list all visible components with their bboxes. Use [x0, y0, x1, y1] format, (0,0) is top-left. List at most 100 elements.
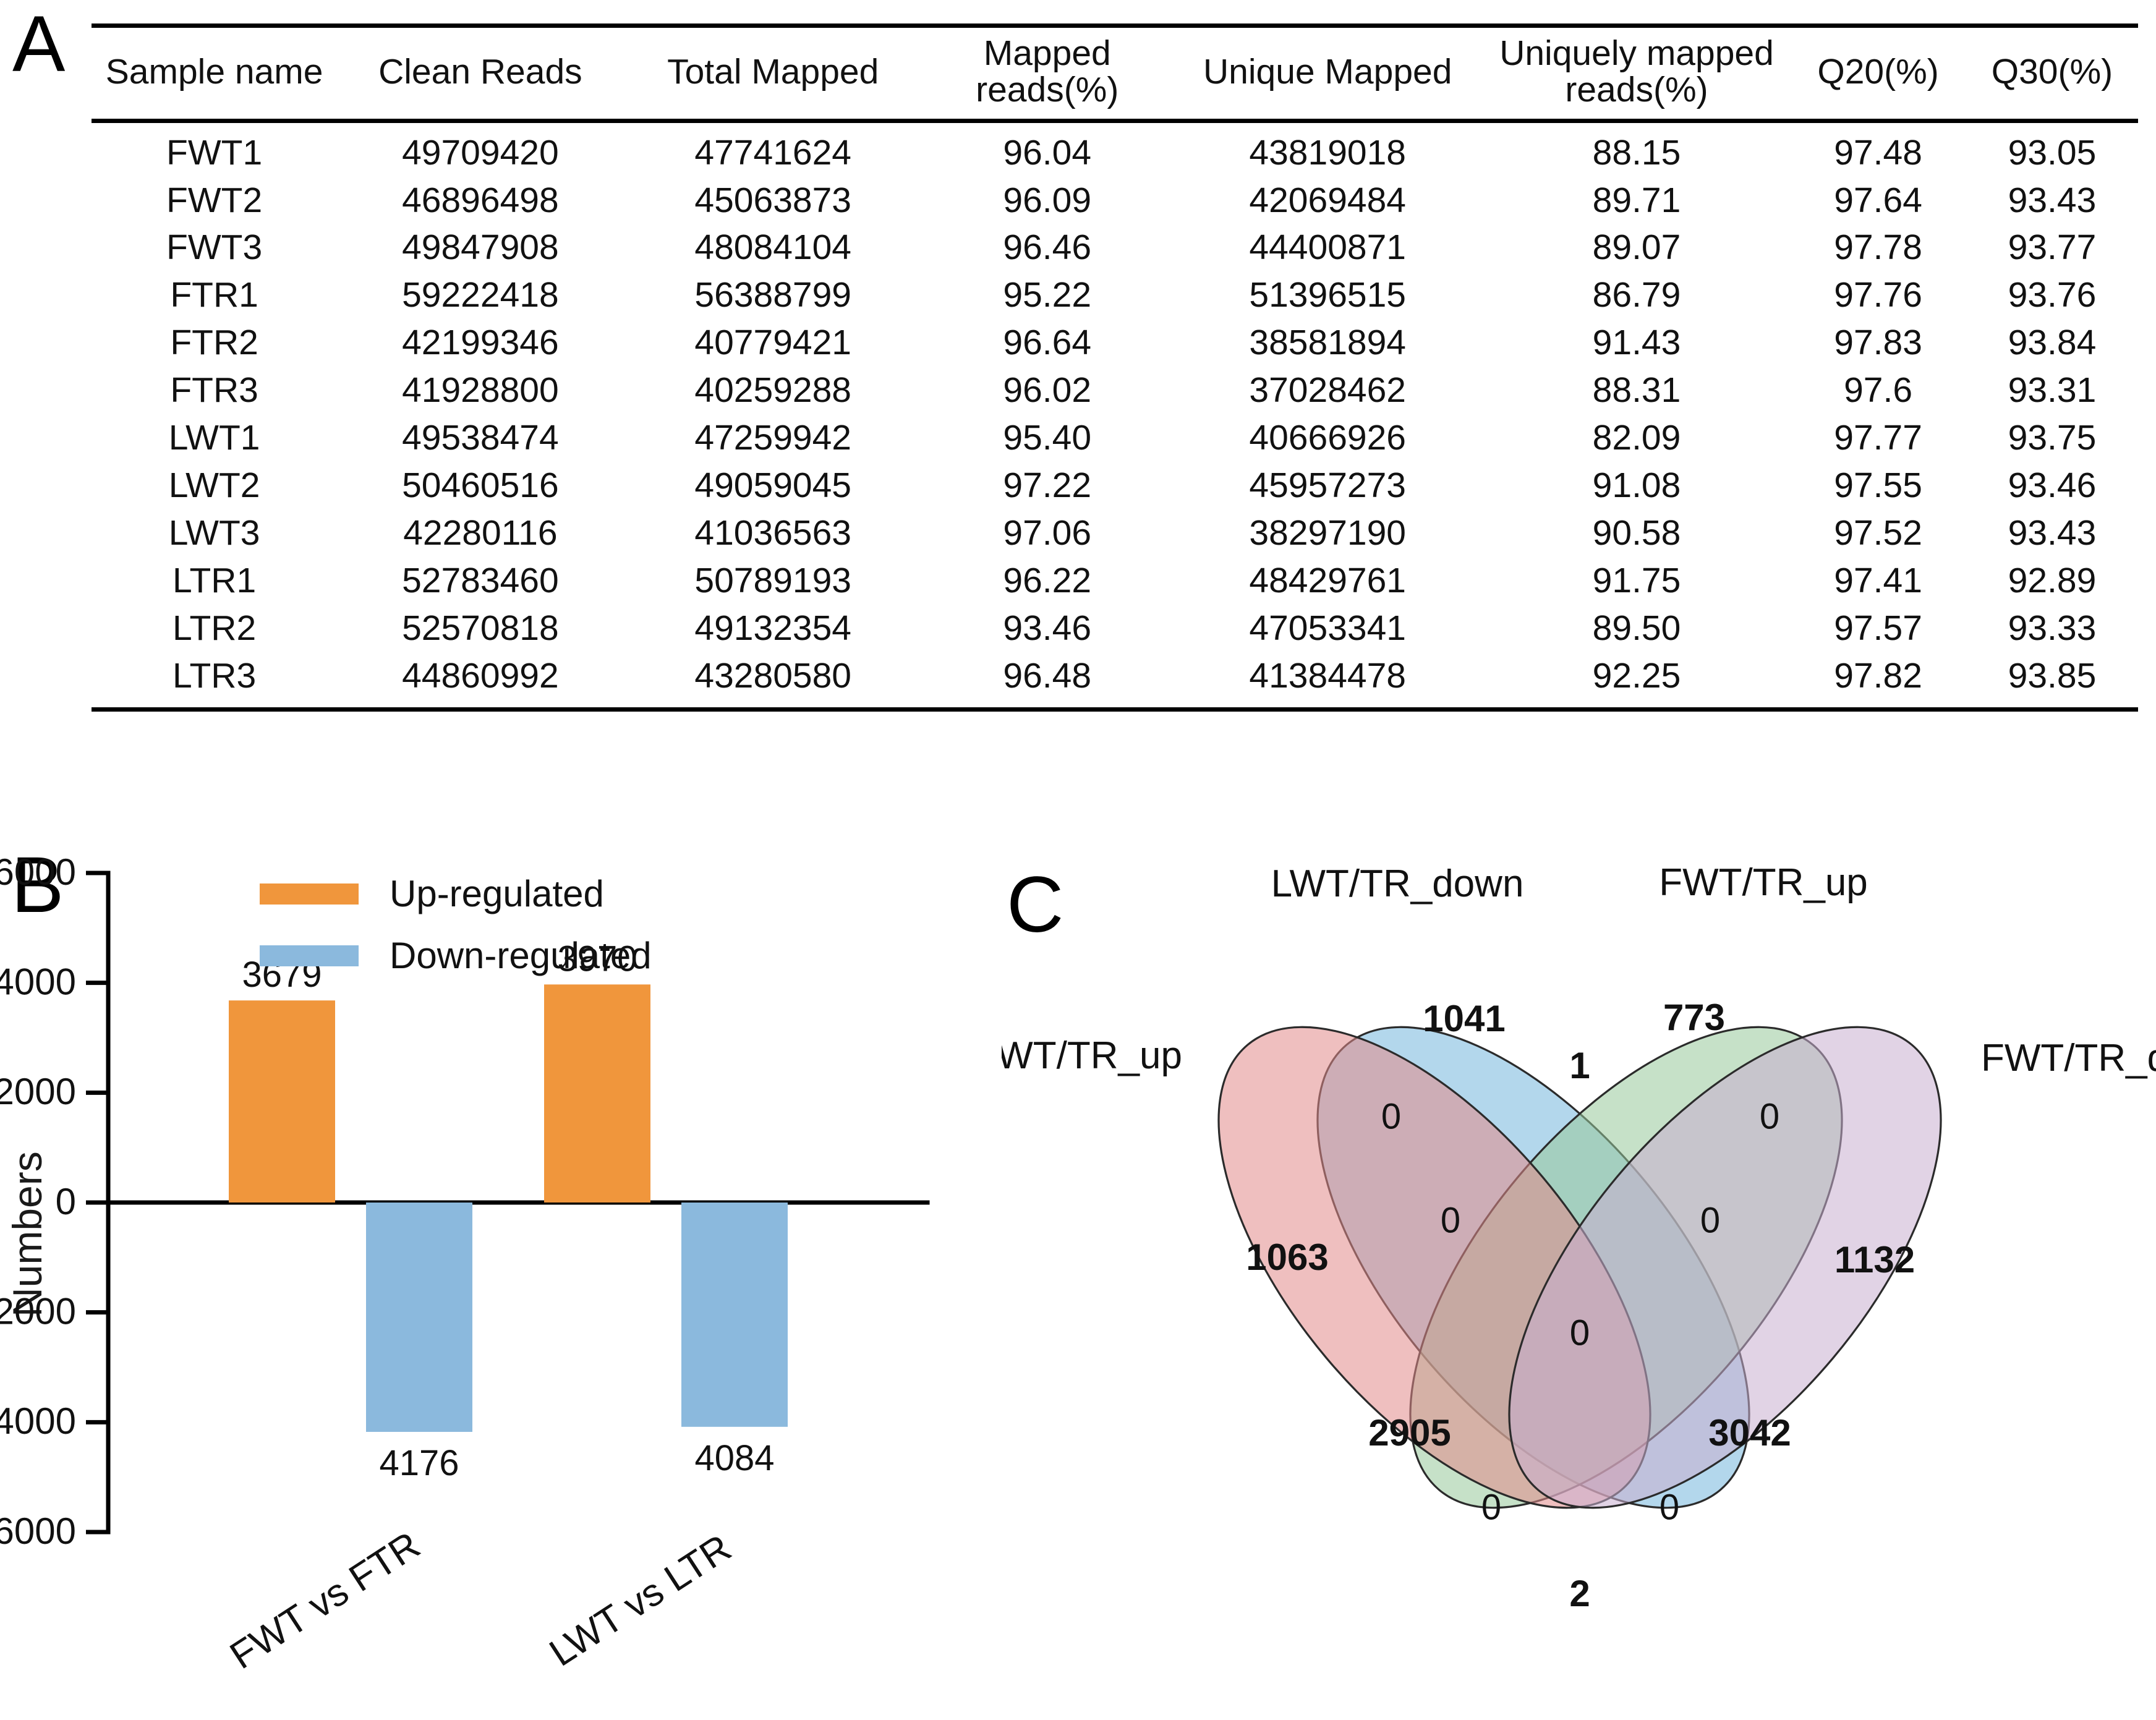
- venn-region-fwt_up_only: 773: [1663, 997, 1725, 1038]
- table-cell: 93.43: [2008, 513, 2097, 553]
- table-cell: 48429761: [1249, 561, 1406, 601]
- table-cell: 96.64: [1003, 323, 1092, 363]
- venn-region-lwtup_fwtup_fwtdown: 0: [1660, 1487, 1679, 1527]
- table-cell: 49538474: [402, 418, 559, 458]
- panel-c-venn-diagram: 106310417731132010000290530420002LWT/TR_…: [1002, 841, 2156, 1720]
- table-cell: 49059045: [694, 466, 851, 506]
- x-axis-category-label: LWT vs LTR: [542, 1526, 739, 1675]
- legend-label-down-regulated: Down-regulated: [390, 935, 652, 976]
- table-cell: 96.22: [1003, 561, 1092, 601]
- table-cell: 41928800: [402, 370, 559, 411]
- panel-letter-a: A: [12, 0, 66, 88]
- venn-label-lwt-tr-down: LWT/TR_down: [1271, 862, 1524, 905]
- table-cell: 42199346: [402, 323, 559, 363]
- bar-up-regulated: [229, 1000, 335, 1203]
- venn-region-lwtup_lwtdown_fwtup: 2905: [1368, 1412, 1451, 1454]
- table-cell: 51396515: [1249, 275, 1406, 315]
- y-axis-tick-label: 0: [56, 1181, 76, 1222]
- table-cell: 86.79: [1592, 275, 1681, 315]
- table-cell: 40259288: [694, 370, 851, 411]
- table-cell: 96.02: [1003, 370, 1092, 411]
- venn-region-fwtup_fwtdown: 0: [1760, 1096, 1779, 1136]
- table-cell: 45957273: [1249, 466, 1406, 506]
- column-header-clean-reads: Clean Reads: [378, 51, 582, 92]
- table-cell: 52783460: [402, 561, 559, 601]
- table-cell: 90.58: [1592, 513, 1681, 553]
- table-cell: 97.52: [1834, 513, 1922, 553]
- bar-chart-svg: 6000400020000−2000−4000−600036794176FWT …: [0, 851, 930, 1678]
- y-axis-tick-label: −2000: [0, 1291, 76, 1332]
- table-cell: 91.43: [1592, 323, 1681, 363]
- table-cell: 93.77: [2008, 228, 2097, 268]
- venn-region-all_four: 0: [1570, 1313, 1590, 1353]
- venn-region-lwtdown_fwtup_fwtdown: 3042: [1708, 1412, 1791, 1454]
- venn-region-lwtup_fwtup: 0: [1441, 1200, 1460, 1240]
- table-cell: 93.84: [2008, 323, 2097, 363]
- cell-sample-name: FWT1: [166, 132, 263, 172]
- table-cell: 97.41: [1834, 561, 1922, 601]
- bar-up-regulated: [544, 984, 650, 1203]
- table-cell: 96.09: [1003, 180, 1092, 220]
- table-cell: 88.31: [1592, 370, 1681, 411]
- column-header-q20-pct: Q20(%): [1817, 51, 1939, 92]
- table-cell: 93.05: [2008, 132, 2097, 172]
- table-cell: 97.64: [1834, 180, 1922, 220]
- table-cell: 97.83: [1834, 323, 1922, 363]
- table-cell: 50789193: [694, 561, 851, 601]
- table-cell: 97.06: [1003, 513, 1092, 553]
- x-axis-category-label: FWT vs FTR: [223, 1524, 427, 1678]
- table-cell: 37028462: [1249, 370, 1406, 411]
- venn-region-lwtdown_fwtup: 1: [1569, 1045, 1590, 1086]
- table-cell: 96.48: [1003, 656, 1092, 696]
- y-axis-tick-label: 6000: [0, 851, 76, 893]
- venn-label-fwt-tr-up: FWT/TR_up: [1659, 861, 1868, 904]
- cell-sample-name: FWT3: [166, 228, 263, 268]
- y-axis-tick-label: −6000: [0, 1510, 76, 1552]
- table-cell: 97.76: [1834, 275, 1922, 315]
- table-cell: 47741624: [694, 132, 851, 172]
- table-cell: 92.89: [2008, 561, 2097, 601]
- column-header-unique-mapped: Unique Mapped: [1203, 51, 1452, 92]
- bar-down-regulated: [366, 1203, 472, 1432]
- cell-sample-name: LTR1: [173, 561, 257, 601]
- table-cell: 93.43: [2008, 180, 2097, 220]
- table-cell: 56388799: [694, 275, 851, 315]
- table-cell: 93.85: [2008, 656, 2097, 696]
- table-cell: 97.78: [1834, 228, 1922, 268]
- table-cell: 93.46: [2008, 466, 2097, 506]
- table-cell: 95.22: [1003, 275, 1092, 315]
- table-cell: 92.25: [1592, 656, 1681, 696]
- table-cell: 44400871: [1249, 228, 1406, 268]
- cell-sample-name: FTR1: [170, 275, 258, 315]
- table-cell: 88.15: [1592, 132, 1681, 172]
- table-cell: 89.71: [1592, 180, 1681, 220]
- table-row: LTR1 52783460 50789193 96.22 48429761 91.75 97…: [92, 557, 2138, 605]
- venn-diagram-svg: 106310417731132010000290530420002LWT/TR_…: [1002, 861, 2156, 1614]
- table-header-row: Sample name Clean Reads Total Mapped Map…: [92, 25, 2138, 121]
- venn-label-lwt-tr-up: LWT/TR_up: [1002, 1034, 1182, 1077]
- venn-label-fwt-tr-down: FWT/TR_down: [1981, 1037, 2156, 1079]
- cell-sample-name: LWT1: [168, 418, 260, 458]
- cell-sample-name: LWT3: [168, 513, 260, 553]
- table-cell: 82.09: [1592, 418, 1681, 458]
- mapping-statistics-table: Sample name Clean Reads Total Mapped Map…: [92, 23, 2138, 712]
- table-cell: 38581894: [1249, 323, 1406, 363]
- panel-letter-b: B: [11, 841, 64, 929]
- bar-value-label: 4176: [379, 1443, 459, 1483]
- y-axis-tick-label: 4000: [0, 961, 76, 1003]
- table-cell: 93.31: [2008, 370, 2097, 411]
- table-cell: 41036563: [694, 513, 851, 553]
- table-cell: 91.75: [1592, 561, 1681, 601]
- table-cell: 45063873: [694, 180, 851, 220]
- table-cell: 97.57: [1834, 608, 1922, 649]
- table-cell: 96.04: [1003, 132, 1092, 172]
- legend-swatch-up-regulated: [260, 883, 359, 905]
- legend-swatch-down-regulated: [260, 945, 359, 966]
